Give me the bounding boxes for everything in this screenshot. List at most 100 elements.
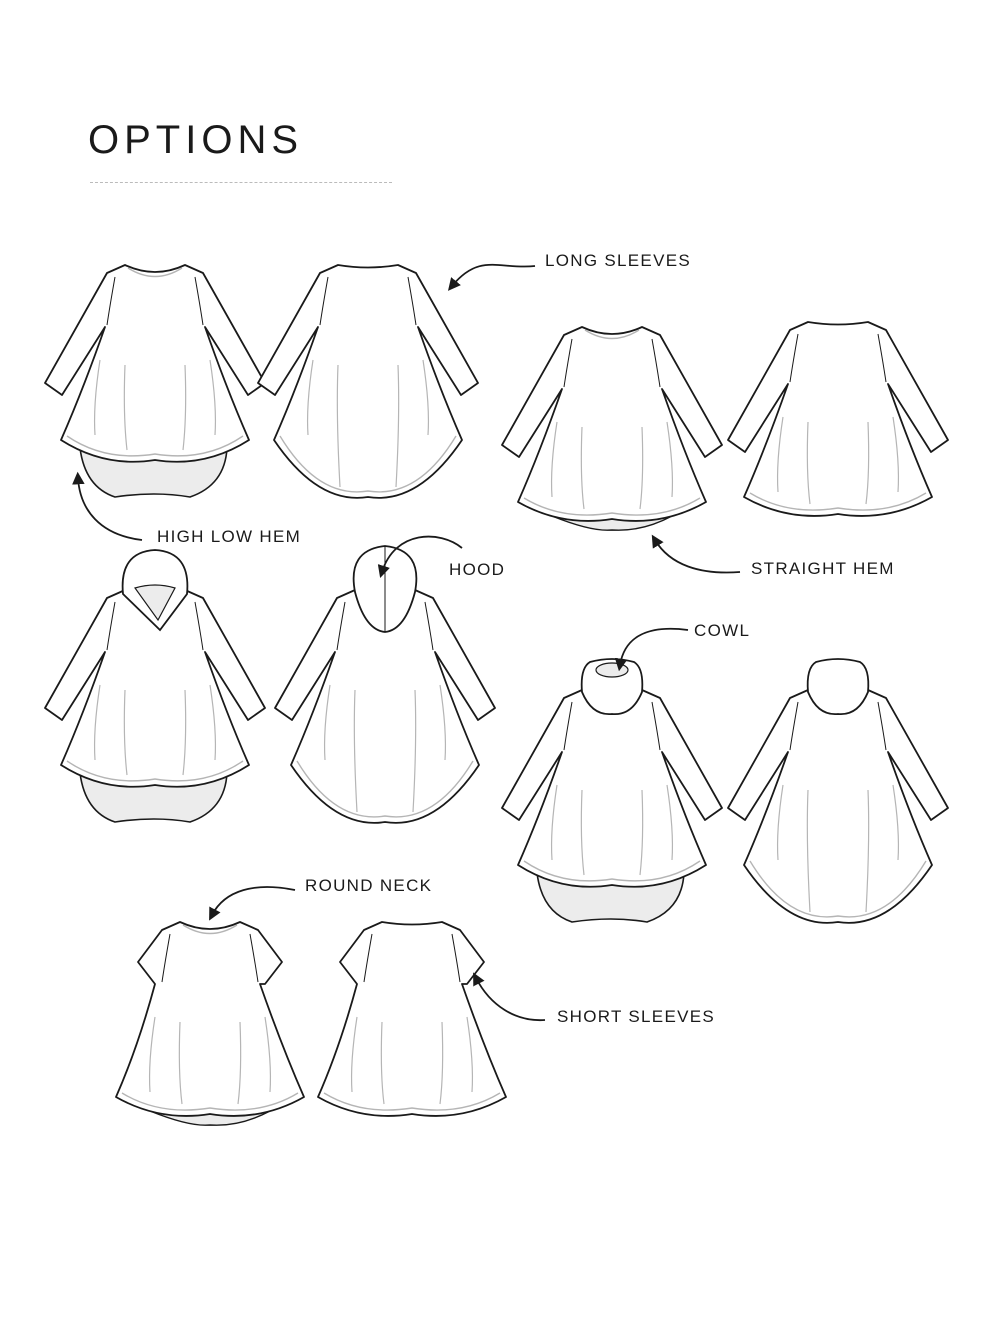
hem-stitch: [749, 860, 927, 918]
hem-stitch: [66, 760, 244, 782]
armhole-seam: [407, 276, 417, 326]
drape-line: [264, 1016, 272, 1093]
drape-line: [439, 1021, 444, 1105]
armhole-seam: [651, 701, 661, 751]
garment-outline: [501, 689, 723, 888]
garment-outline: [44, 589, 266, 788]
drape-line: [182, 689, 187, 776]
drape-line: [148, 1016, 156, 1093]
arrow-long-sleeves: [447, 263, 536, 291]
hem-stitch: [296, 760, 474, 818]
garment-outline: [115, 921, 305, 1117]
garment-short-sleeve-back: [317, 921, 507, 1117]
hem-stitch: [323, 1092, 501, 1111]
arrow-high-low-hem: [72, 471, 143, 541]
drape-line: [412, 689, 417, 813]
hem-stitch: [121, 1092, 299, 1111]
drape-line: [865, 789, 870, 913]
armhole-seam: [194, 601, 204, 651]
armhole-seam: [363, 933, 373, 983]
garment-long-sleeve-straight-front: [501, 326, 723, 531]
drape-line: [380, 1021, 385, 1105]
garment-outline: [44, 264, 266, 463]
label-high-low-hem: HIGH LOW HEM: [157, 527, 302, 546]
arrow-hood: [377, 535, 463, 579]
armhole-seam: [651, 338, 661, 388]
label-cowl: COWL: [694, 621, 751, 640]
drape-line: [439, 684, 447, 761]
drape-line: [892, 416, 900, 493]
garment-long-sleeve-straight-back: [727, 321, 949, 517]
armhole-seam: [106, 276, 116, 326]
garment-cowl-front: [501, 658, 723, 923]
hem-stitch: [279, 435, 457, 493]
drape-line: [865, 421, 870, 505]
garment-long-sleeve-high-low-back: [257, 264, 479, 499]
hem-stitch: [523, 497, 701, 516]
drape-line: [323, 684, 331, 761]
label-round-neck: ROUND NECK: [305, 876, 433, 895]
label-long-sleeves: LONG SLEEVES: [545, 251, 691, 270]
arrow-straight-hem: [651, 534, 741, 574]
hem-stitch: [66, 435, 244, 457]
arrow-short-sleeves: [473, 972, 546, 1021]
neckband-stitch: [127, 267, 183, 278]
hood-opening: [134, 584, 176, 622]
drape-line: [93, 684, 101, 761]
drape-line: [395, 364, 400, 488]
label-short-sleeves: SHORT SLEEVES: [557, 1007, 715, 1026]
armhole-seam: [161, 933, 171, 983]
drape-line: [350, 1016, 358, 1093]
drape-line: [93, 359, 101, 436]
armhole-seam: [106, 601, 116, 651]
drape-line: [336, 364, 341, 488]
armhole-seam: [877, 701, 887, 751]
garment-short-sleeve-front: [115, 921, 305, 1126]
neckband-stitch: [584, 329, 640, 340]
garment-outline: [501, 326, 723, 522]
hem-stitch: [749, 492, 927, 511]
garment-outline: [274, 589, 496, 824]
garment-outline: [727, 321, 949, 517]
drape-line: [580, 789, 585, 876]
label-hood: HOOD: [449, 560, 506, 579]
drape-line: [182, 364, 187, 451]
armhole-seam: [877, 333, 887, 383]
garment-hood-back: [274, 545, 496, 824]
garment-outline: [257, 264, 479, 499]
drape-line: [666, 421, 674, 498]
armhole-seam: [194, 276, 204, 326]
garment-outline: [317, 921, 507, 1117]
drape-line: [178, 1021, 183, 1105]
hem-stitch: [523, 860, 701, 882]
drape-line: [209, 359, 217, 436]
drape-line: [806, 789, 811, 913]
drape-line: [580, 426, 585, 510]
drape-line: [666, 784, 674, 861]
armhole-seam: [451, 933, 461, 983]
armhole-seam: [249, 933, 259, 983]
garment-hood-front: [44, 549, 266, 823]
armhole-seam: [424, 601, 434, 651]
label-straight-hem: STRAIGHT HEM: [751, 559, 895, 578]
drape-line: [776, 784, 784, 861]
drape-line: [306, 359, 314, 436]
garment-cowl-back: [727, 658, 949, 924]
drape-line: [550, 784, 558, 861]
garment-long-sleeve-high-low-front: [44, 264, 266, 498]
drape-line: [639, 426, 644, 510]
armhole-seam: [336, 601, 346, 651]
drape-line: [123, 689, 128, 776]
drape-line: [466, 1016, 474, 1093]
drape-line: [123, 364, 128, 451]
drape-line: [209, 684, 217, 761]
drape-line: [353, 689, 358, 813]
drape-line: [422, 359, 430, 436]
neckband-stitch: [182, 924, 238, 935]
cowl-opening: [595, 662, 629, 678]
title-divider: [90, 182, 392, 183]
drape-line: [806, 421, 811, 505]
armhole-seam: [563, 701, 573, 751]
drape-line: [639, 789, 644, 876]
